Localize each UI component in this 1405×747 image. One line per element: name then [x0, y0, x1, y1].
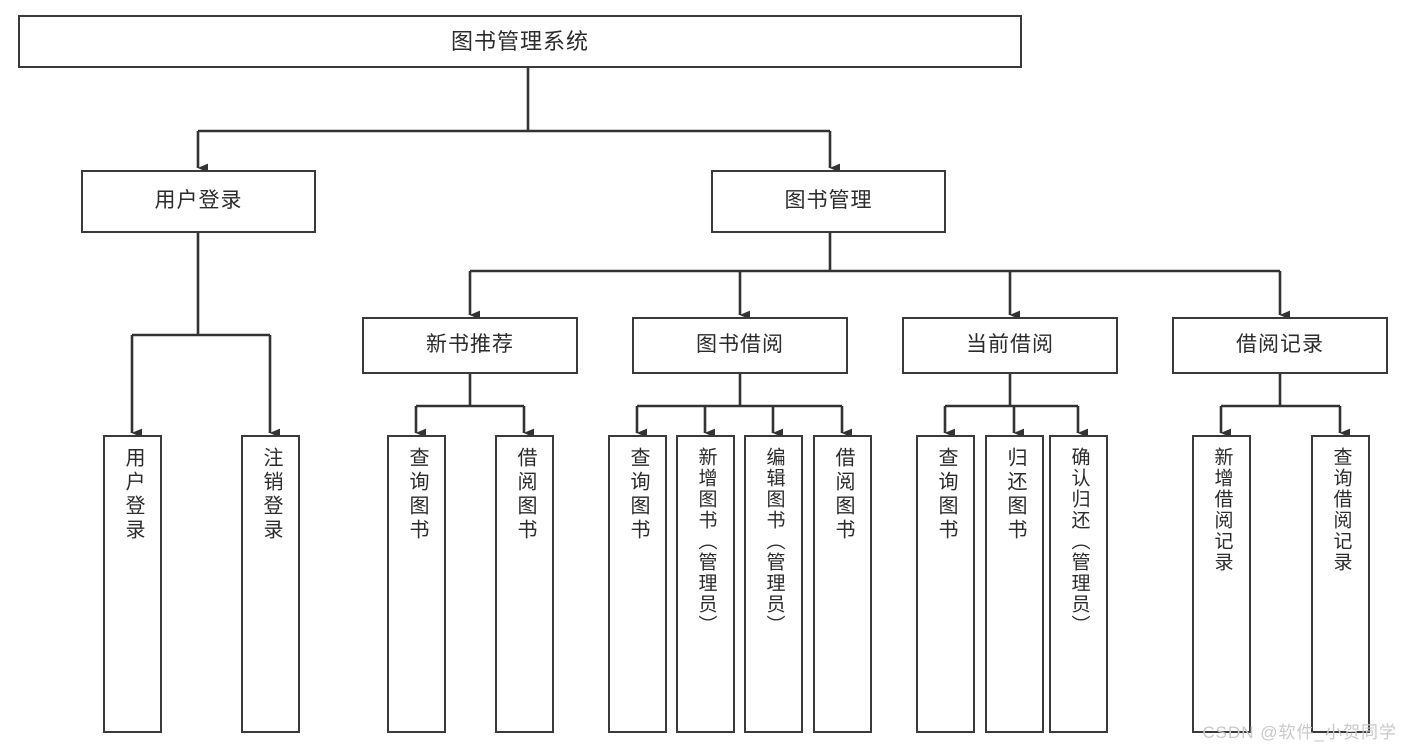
leaf-user-login[interactable]: 用户登录 — [103, 435, 162, 733]
leaf-query-book-borrow[interactable]: 查询图书 — [608, 435, 667, 733]
node-current-borrow[interactable]: 当前借阅 — [902, 317, 1118, 374]
leaf-label: 查询图书 — [627, 447, 649, 543]
node-new-book-recommend[interactable]: 新书推荐 — [362, 317, 578, 374]
leaf-label: 编辑图书（管理员） — [763, 447, 785, 636]
leaf-label: 查询图书 — [935, 447, 957, 543]
leaf-add-borrow-record[interactable]: 新增借阅记录 — [1192, 435, 1251, 733]
node-label: 借阅记录 — [1236, 333, 1324, 357]
node-book-borrow[interactable]: 图书借阅 — [632, 317, 848, 374]
leaf-label: 借阅图书 — [514, 447, 536, 543]
leaf-logout-login[interactable]: 注销登录 — [241, 435, 300, 733]
leaf-label: 注销登录 — [260, 447, 282, 543]
node-label: 新书推荐 — [426, 333, 514, 357]
leaf-borrow-book[interactable]: 借阅图书 — [813, 435, 872, 733]
node-label: 图书借阅 — [696, 333, 784, 357]
leaf-label: 查询借阅记录 — [1330, 447, 1352, 573]
leaf-label: 新增图书（管理员） — [695, 447, 717, 636]
leaf-label: 新增借阅记录 — [1211, 447, 1233, 573]
leaf-return-book[interactable]: 归还图书 — [985, 435, 1044, 733]
leaf-label: 借阅图书 — [832, 447, 854, 543]
leaf-label: 确认归还（管理员） — [1068, 447, 1090, 636]
leaf-label: 查询图书 — [406, 447, 428, 543]
leaf-edit-book-admin[interactable]: 编辑图书（管理员） — [744, 435, 803, 733]
leaf-confirm-return-admin[interactable]: 确认归还（管理员） — [1049, 435, 1108, 733]
node-label: 当前借阅 — [966, 333, 1054, 357]
leaf-query-book-current[interactable]: 查询图书 — [916, 435, 975, 733]
watermark-text: CSDN @软件_小贺同学 — [1202, 723, 1397, 742]
node-label: 图书管理 — [784, 189, 873, 213]
leaf-query-borrow-record[interactable]: 查询借阅记录 — [1311, 435, 1370, 733]
node-root-book-management-system[interactable]: 图书管理系统 — [18, 15, 1022, 68]
leaf-borrow-book-recommend[interactable]: 借阅图书 — [495, 435, 554, 733]
leaf-query-book-recommend[interactable]: 查询图书 — [387, 435, 446, 733]
node-label: 图书管理系统 — [450, 28, 589, 54]
node-user-login[interactable]: 用户登录 — [81, 170, 316, 233]
node-label: 用户登录 — [154, 189, 243, 213]
leaf-label: 归还图书 — [1004, 447, 1026, 543]
node-borrow-record[interactable]: 借阅记录 — [1172, 317, 1388, 374]
leaf-add-book-admin[interactable]: 新增图书（管理员） — [676, 435, 735, 733]
leaf-label: 用户登录 — [122, 447, 144, 543]
node-book-management[interactable]: 图书管理 — [711, 170, 946, 233]
